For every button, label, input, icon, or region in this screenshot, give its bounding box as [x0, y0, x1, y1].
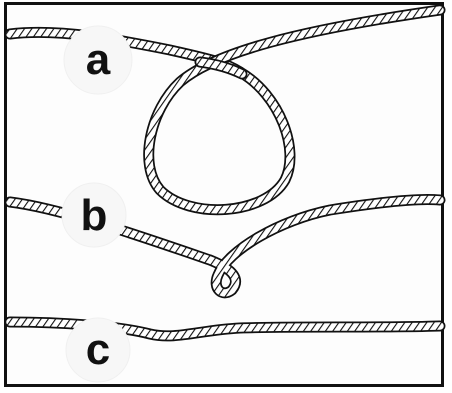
label-c-text: c: [86, 325, 110, 374]
label-b-text: b: [81, 191, 108, 240]
label-a: a: [64, 26, 132, 94]
label-a-text: a: [86, 35, 111, 84]
label-b: b: [62, 183, 126, 247]
label-c: c: [66, 318, 130, 382]
